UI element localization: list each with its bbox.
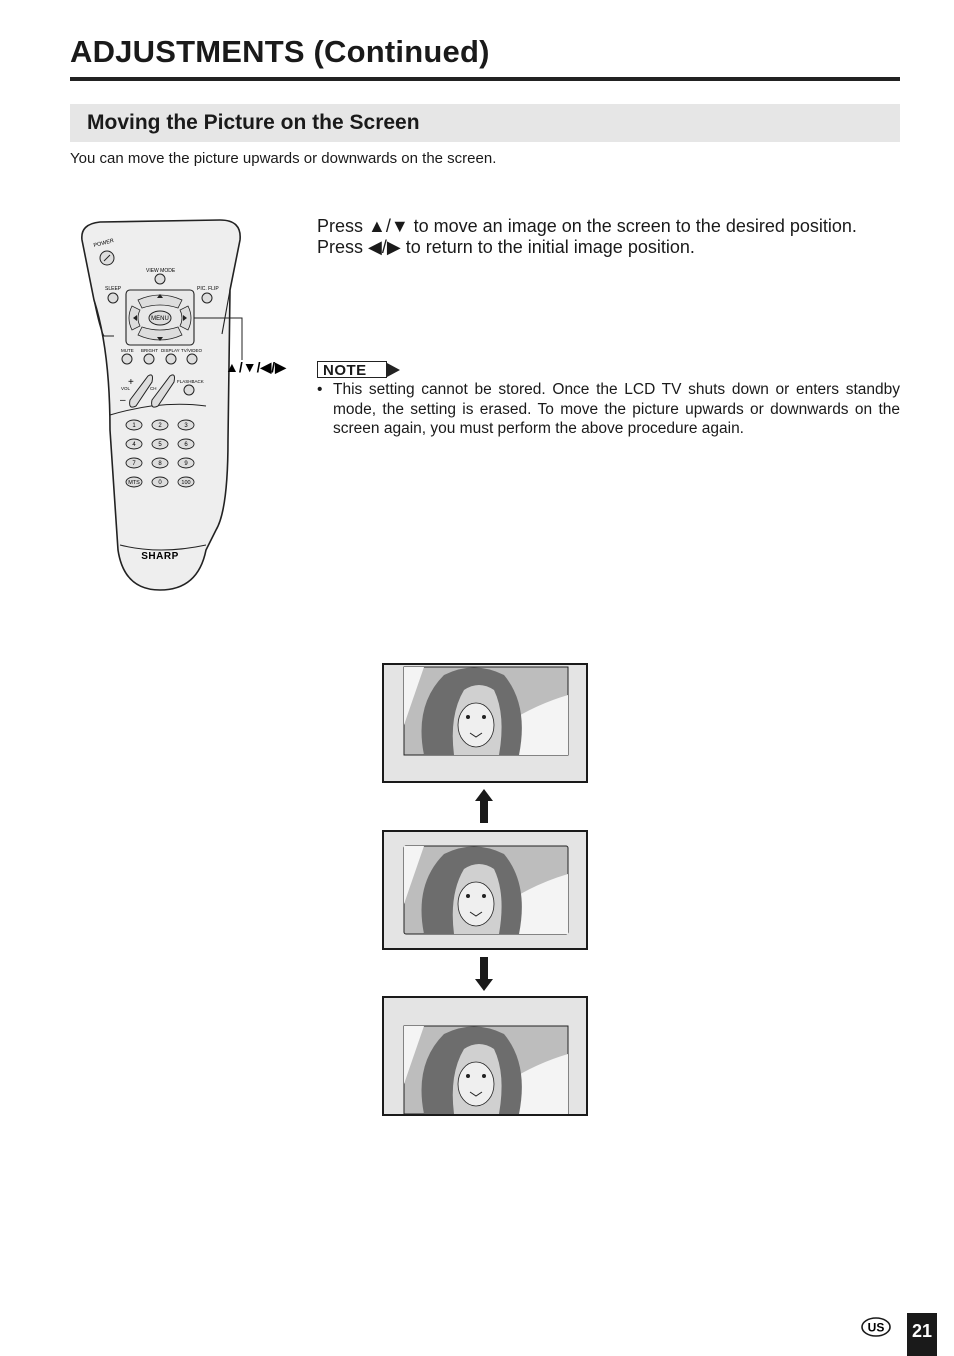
screen-frame-picture-center bbox=[382, 830, 588, 950]
svg-text:MUTE: MUTE bbox=[121, 348, 134, 353]
screen-frame-picture-up bbox=[382, 663, 588, 783]
svg-text:2: 2 bbox=[158, 423, 162, 429]
svg-text:8: 8 bbox=[158, 461, 162, 467]
up-arrow-icon bbox=[475, 789, 493, 828]
title-rule bbox=[70, 77, 900, 81]
brand-logo: SHARP bbox=[141, 551, 179, 562]
svg-text:FLASHBACK: FLASHBACK bbox=[177, 379, 204, 384]
svg-text:TV/VIDEO: TV/VIDEO bbox=[181, 348, 203, 353]
note-badge bbox=[317, 361, 387, 378]
note-text: • This setting cannot be stored. Once the… bbox=[317, 380, 900, 439]
page-number: 21 bbox=[907, 1313, 937, 1356]
arrow-keys-callout: ▲/▼/◀/▶ bbox=[225, 359, 287, 375]
svg-text:–: – bbox=[120, 395, 126, 406]
power-label: POWER bbox=[93, 238, 115, 249]
note-bullet: • bbox=[317, 381, 323, 398]
svg-text:9: 9 bbox=[184, 461, 188, 467]
lion-picture-up bbox=[403, 666, 569, 756]
page-title: ADJUSTMENTS (Continued) bbox=[70, 34, 490, 69]
svg-text:4: 4 bbox=[132, 442, 136, 448]
svg-text:3: 3 bbox=[184, 423, 188, 429]
remote-control-drawing: POWER VIEW MODE SLEEP PIC. FLIP MENU ▲/▼… bbox=[81, 219, 287, 591]
keypad: 1 2 3 4 5 6 7 8 9 MTS 0 100 bbox=[125, 419, 195, 488]
section-header: Moving the Picture on the Screen bbox=[70, 104, 900, 142]
lion-picture-center bbox=[403, 845, 569, 935]
svg-text:6: 6 bbox=[184, 442, 188, 448]
region-badge: US bbox=[861, 1317, 891, 1337]
note-body: This setting cannot be stored. Once the … bbox=[333, 381, 900, 437]
region-label: US bbox=[868, 1321, 885, 1335]
note-badge-arrow bbox=[387, 363, 400, 377]
intro-text: You can move the picture upwards or down… bbox=[70, 150, 497, 167]
svg-text:100: 100 bbox=[181, 480, 190, 486]
instruction-line-2: Press ◀/▶ to return to the initial image… bbox=[317, 237, 695, 257]
svg-text:VOL: VOL bbox=[121, 386, 131, 391]
svg-text:BRIGHT: BRIGHT bbox=[141, 348, 158, 353]
remote-control-illustration: POWER VIEW MODE SLEEP PIC. FLIP MENU ▲/▼… bbox=[70, 210, 310, 600]
svg-text:0: 0 bbox=[158, 480, 162, 486]
note-label: NOTE bbox=[323, 362, 367, 379]
svg-text:5: 5 bbox=[158, 442, 162, 448]
svg-text:+: + bbox=[128, 377, 134, 388]
menu-label: MENU bbox=[151, 316, 169, 322]
svg-text:CH: CH bbox=[150, 386, 157, 391]
pic-flip-label: PIC. FLIP bbox=[197, 286, 219, 292]
instruction-line-1: Press ▲/▼ to move an image on the screen… bbox=[317, 216, 857, 236]
instructions: Press ▲/▼ to move an image on the screen… bbox=[317, 216, 907, 258]
screen-frame-picture-down bbox=[382, 996, 588, 1116]
sleep-label: SLEEP bbox=[105, 286, 122, 292]
section-title: Moving the Picture on the Screen bbox=[87, 111, 420, 134]
svg-text:1: 1 bbox=[132, 423, 136, 429]
view-mode-label: VIEW MODE bbox=[146, 268, 176, 274]
svg-text:DISPLAY: DISPLAY bbox=[161, 348, 180, 353]
svg-text:7: 7 bbox=[132, 461, 136, 467]
lion-picture-down bbox=[403, 1025, 569, 1114]
svg-text:MTS: MTS bbox=[128, 480, 140, 486]
down-arrow-icon bbox=[475, 957, 493, 996]
